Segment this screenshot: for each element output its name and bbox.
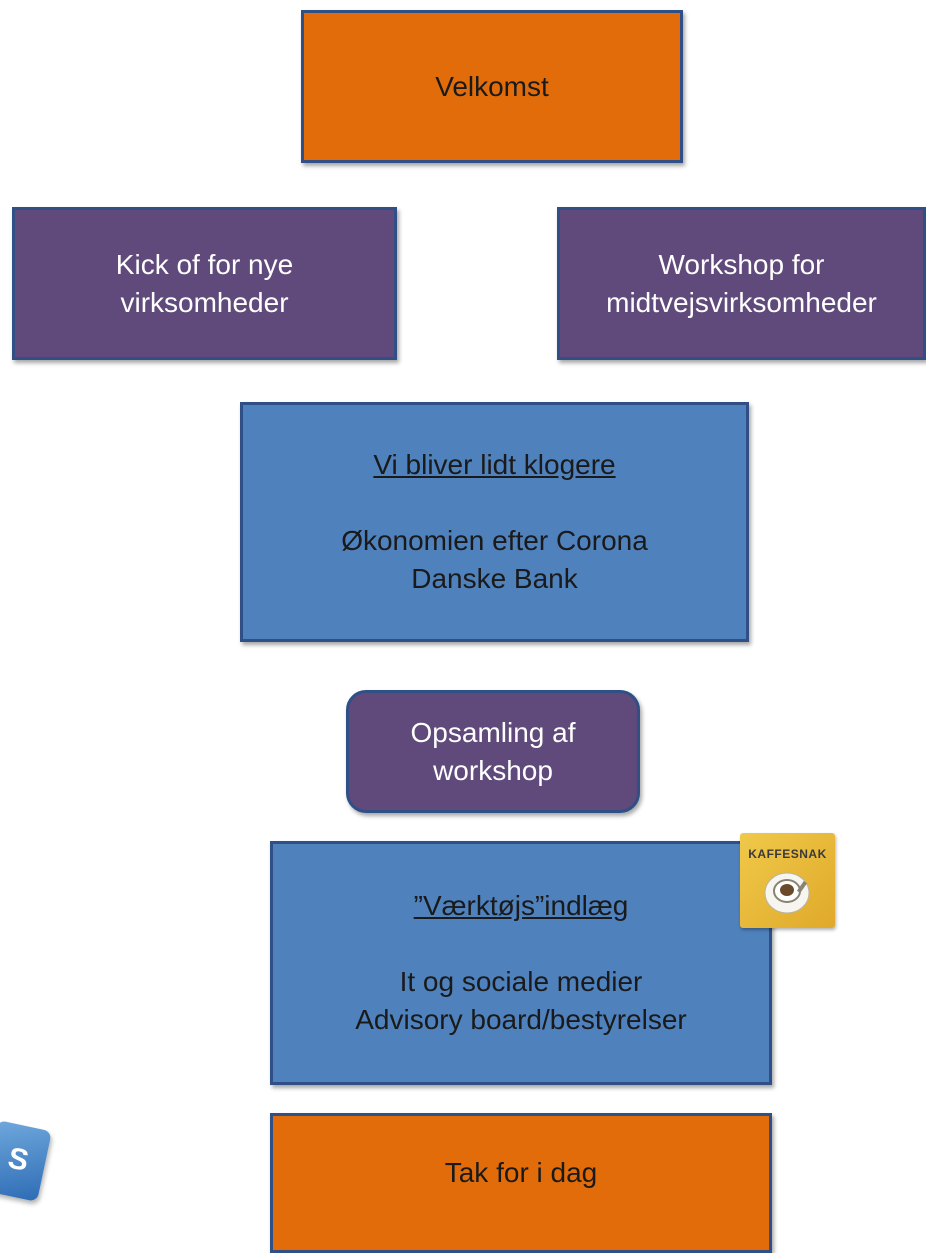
partial-s-glyph: S <box>5 1141 32 1178</box>
kickoff-line1: Kick of for nye <box>115 248 294 280</box>
tak-box: Tak for i dag <box>270 1113 772 1253</box>
workshop-line2: midtvejsvirksomheder <box>606 286 877 318</box>
kaffesnak-image: KAFFESNAK <box>740 833 835 928</box>
vaerktoj-line1: It og sociale medier <box>399 966 643 997</box>
vaerktoj-line2: Advisory board/bestyrelser <box>355 1004 687 1035</box>
klogere-line1: Økonomien efter Corona <box>341 525 648 556</box>
partial-blue-tile-icon: S <box>0 1120 52 1202</box>
tak-label: Tak for i dag <box>444 1157 598 1188</box>
vaerktoj-box: ”Værktøjs”indlæg It og sociale medier Ad… <box>270 841 772 1085</box>
velkomst-label: Velkomst <box>435 70 549 102</box>
klogere-line2: Danske Bank <box>411 563 578 594</box>
opsamling-box: Opsamling af workshop <box>346 690 640 813</box>
kaffesnak-label: KAFFESNAK <box>748 847 827 861</box>
coffee-cup-icon <box>764 872 810 914</box>
kickoff-line2: virksomheder <box>120 286 289 318</box>
vaerktoj-title: ”Værktøjs”indlæg <box>413 890 629 921</box>
opsamling-line2: workshop <box>433 754 553 786</box>
workshop-line1: Workshop for <box>658 248 825 280</box>
kickoff-box: Kick of for nye virksomheder <box>12 207 397 360</box>
velkomst-box: Velkomst <box>301 10 683 163</box>
klogere-box: Vi bliver lidt klogere Økonomien efter C… <box>240 402 749 642</box>
opsamling-line1: Opsamling af <box>410 716 576 748</box>
workshop-box: Workshop for midtvejsvirksomheder <box>557 207 926 360</box>
klogere-title: Vi bliver lidt klogere <box>373 449 616 480</box>
